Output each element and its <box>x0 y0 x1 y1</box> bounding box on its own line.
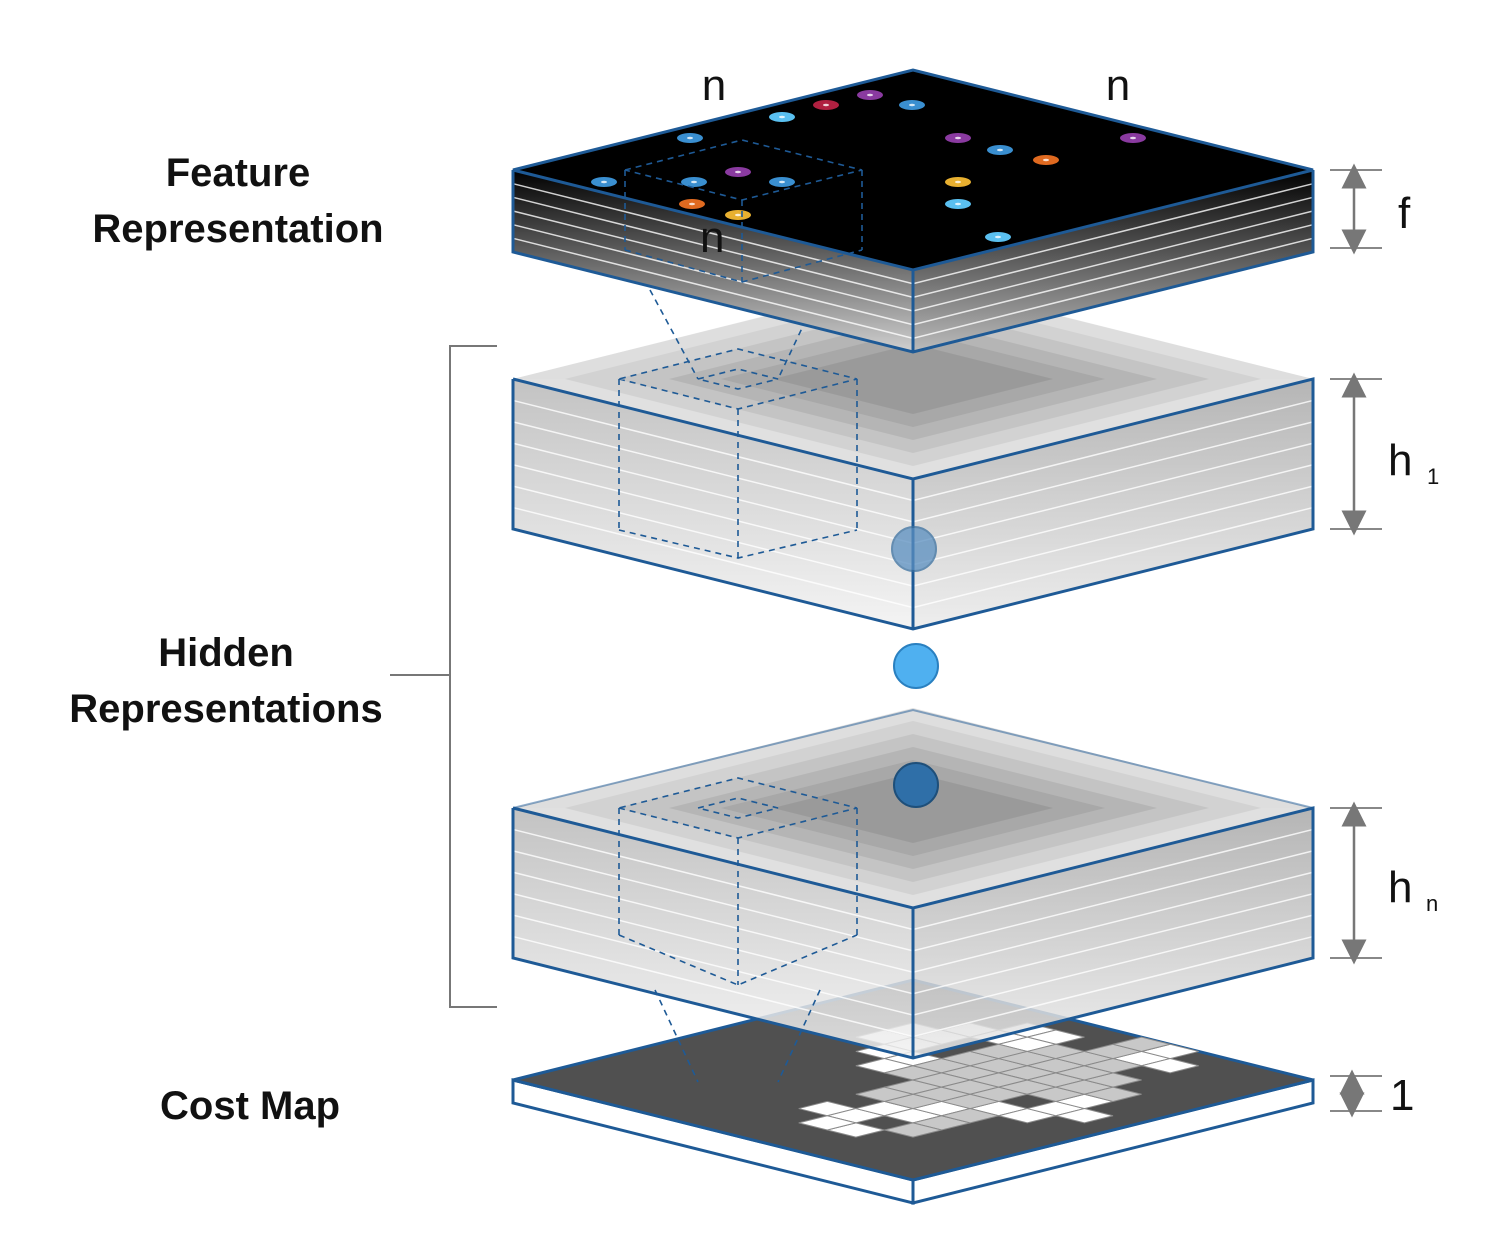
feature-dots <box>591 90 1146 242</box>
cost-cell <box>1112 1036 1171 1052</box>
feature-dot-center <box>601 180 607 184</box>
dimension-arrow-icon <box>1330 163 1382 255</box>
feature-dot-center <box>779 180 785 184</box>
hidden-layer-n <box>511 708 1315 1083</box>
cost-cell <box>1141 1058 1199 1074</box>
dimension-arrow-icon <box>1330 801 1382 965</box>
hidden-label-line1: Hidden <box>158 631 294 675</box>
feature-dot-center <box>995 235 1001 239</box>
layer-n-top-back-edge <box>512 708 1314 809</box>
layer-1-side-left <box>513 379 913 629</box>
layer-band <box>773 344 1053 414</box>
feature-dot-center <box>823 103 829 107</box>
cost-cell <box>1084 1086 1142 1102</box>
layer-1-side-right <box>913 379 1313 629</box>
hn-subscript: n <box>1426 891 1438 916</box>
n-left-label: n <box>702 61 726 110</box>
node-circle-icon <box>893 762 939 808</box>
cost-cell <box>798 1115 856 1131</box>
layer-n-side-right <box>913 808 1313 1058</box>
feature-dot-center <box>867 93 873 97</box>
feature-dot-center <box>735 213 741 217</box>
feature-label-line2: Representation <box>92 207 383 251</box>
cost-cell <box>941 1108 999 1124</box>
feature-dot-center <box>779 115 785 119</box>
cost-cell <box>884 1122 942 1138</box>
feature-dot-center <box>1130 136 1136 140</box>
cost-cell <box>855 1086 914 1102</box>
hidden-bracket <box>390 345 497 1008</box>
layer-n-receptive-cube <box>618 777 858 1083</box>
feature-dot-center <box>735 170 741 174</box>
feature-dot-center <box>691 180 697 184</box>
layer-1-receptive-cube <box>618 289 858 559</box>
layer-n-side-left <box>513 808 913 1058</box>
f-label: f <box>1398 189 1411 238</box>
layer-band <box>773 773 1053 843</box>
feature-dot-center <box>687 136 693 140</box>
cost-cell <box>1084 1058 1142 1074</box>
dimension-arrow-icon <box>1330 372 1382 536</box>
feature-layer: n <box>511 68 1315 354</box>
feature-label-line1: Feature <box>166 151 311 195</box>
cost-cell <box>1055 1108 1114 1124</box>
feature-dot-center <box>1043 158 1049 162</box>
n-right-label: n <box>1106 61 1130 110</box>
dimension-arrow-icon <box>1330 1069 1382 1118</box>
feature-dot-center <box>955 202 961 206</box>
h1-subscript: 1 <box>1427 464 1439 489</box>
node-circle-icon <box>893 643 939 689</box>
one-label: 1 <box>1390 1071 1414 1120</box>
hidden-label-line2: Representations <box>69 687 382 731</box>
feature-dot-center <box>909 103 915 107</box>
feature-dot-center <box>955 136 961 140</box>
cost-map-label: Cost Map <box>160 1084 340 1128</box>
feature-dot-center <box>997 148 1003 152</box>
feature-receptive-cube <box>624 139 863 283</box>
n-small-label: n <box>700 213 724 262</box>
feature-dot-center <box>689 202 695 206</box>
h1-label: h <box>1388 436 1412 485</box>
hn-label: h <box>1388 863 1412 912</box>
node-circle-icon <box>891 526 937 572</box>
feature-dot-center <box>955 180 961 184</box>
cost-cell <box>941 1093 999 1110</box>
